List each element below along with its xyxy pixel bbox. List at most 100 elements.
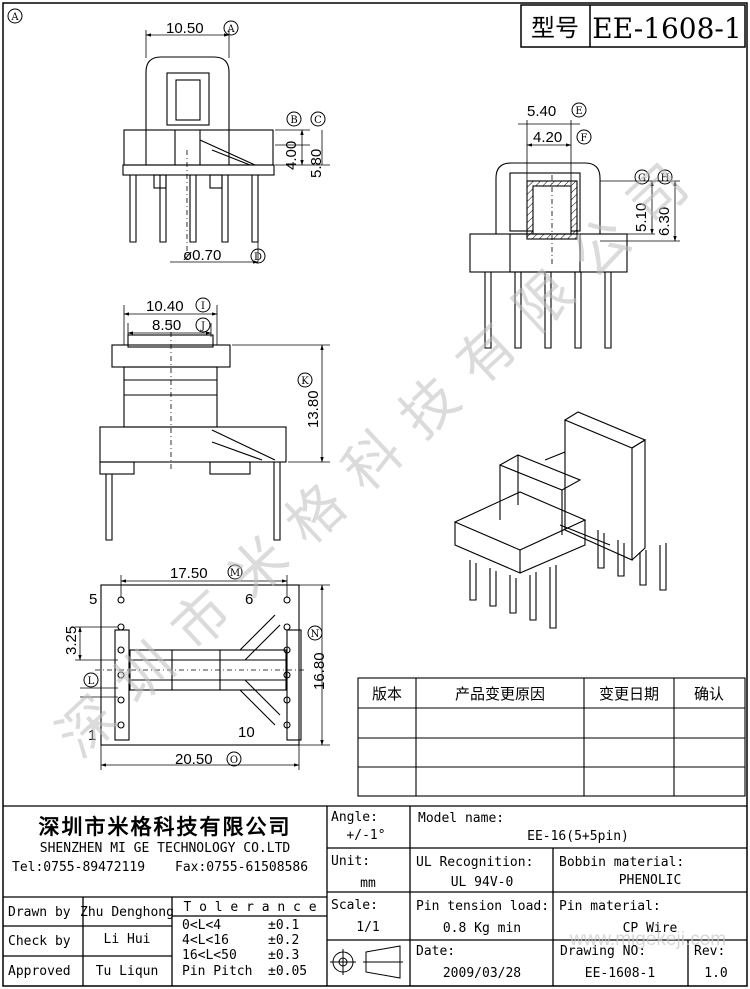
model-value: EE-1608-1 (592, 12, 741, 45)
rev-value: 1.0 (704, 966, 727, 981)
dim-g-tag: G (634, 169, 650, 185)
svg-text:G: G (638, 173, 646, 184)
dim-e-value: 5.40 (527, 103, 556, 120)
rev-header-confirm: 确认 (694, 685, 724, 703)
rev-label: Rev: (694, 944, 725, 959)
rev-header-reason: 产品变更原因 (455, 685, 545, 703)
tol-value-1: ±0.2 (268, 933, 299, 948)
tol-value-3: ±0.05 (268, 964, 307, 979)
front-view (99, 320, 287, 541)
top-view-dims (145, 30, 330, 264)
dim-o-tag: O (226, 751, 242, 767)
title-block (3, 805, 747, 986)
side-view-dims (518, 120, 680, 242)
drawing-no-label: Drawing NO: (560, 944, 646, 959)
pin-label-5: 5 (89, 591, 97, 608)
dim-k-tag: K (297, 372, 313, 388)
svg-text:K: K (301, 376, 309, 387)
corner-marker: A (7, 8, 23, 24)
drawn-by-value: Zhu Denghong (80, 905, 174, 920)
dim-c-value: 5.80 (308, 149, 325, 178)
dim-n-value: 16.80 (311, 652, 328, 690)
dim-f-value: 4.20 (533, 129, 562, 146)
date-label: Date: (416, 944, 455, 959)
svg-text:I: I (201, 301, 205, 312)
dim-l-value: 3.25 (63, 626, 80, 655)
dim-n-tag: N (307, 625, 323, 641)
pin-label-6: 6 (245, 591, 253, 608)
website-watermark: www.migekeji.com (569, 929, 726, 950)
tol-value-0: ±0.1 (268, 918, 299, 933)
svg-text:D: D (254, 252, 262, 263)
bobbin-material-label: Bobbin material: (559, 855, 684, 870)
svg-text:A: A (226, 24, 235, 35)
tol-range-2: 16<L<50 (182, 948, 237, 963)
svg-text:L: L (88, 676, 95, 687)
bobbin-material-value: PHENOLIC (619, 873, 682, 888)
dim-d-value: ø0.70 (183, 247, 221, 264)
dim-h-tag: H (657, 169, 673, 185)
bottom-view-dims (75, 575, 330, 770)
model-name-label: Model name: (418, 811, 504, 826)
pin-material-label: Pin material: (559, 899, 661, 914)
company-tel: Tel:0755-89472119 (12, 860, 145, 875)
company-fax: Fax:0755-61508586 (175, 860, 308, 875)
svg-text:M: M (230, 568, 240, 579)
svg-text:E: E (575, 106, 582, 117)
revision-table (357, 677, 746, 797)
dim-b-value: 4.00 (283, 141, 300, 170)
rev-header-version: 版本 (372, 685, 402, 703)
company-name-cn: 深圳市米格科技有限公司 (39, 815, 292, 839)
pin-material-value: CP Wire (623, 921, 678, 936)
dim-o-value: 20.50 (175, 751, 213, 768)
tol-range-0: 0<L<4 (182, 918, 221, 933)
dim-c-tag: C (310, 111, 326, 127)
bottom-view (95, 584, 305, 746)
dim-a-tag: A (223, 20, 239, 36)
unit-value: mm (360, 876, 376, 891)
angle-label: Angle: (331, 810, 378, 825)
dim-e-tag: E (571, 102, 587, 118)
pin-tension-value: 0.8 Kg min (443, 921, 521, 936)
ul-value: UL 94V-0 (451, 875, 514, 890)
check-by-label: Check by (8, 934, 71, 949)
svg-text:A: A (10, 12, 19, 23)
dim-i-tag: I (195, 297, 211, 313)
unit-label: Unit: (331, 854, 370, 869)
dim-h-value: 6.30 (656, 207, 673, 236)
dim-j-tag: J (195, 317, 211, 333)
projection-symbol-icon (330, 945, 403, 979)
dim-f-tag: F (576, 129, 592, 145)
watermark-text: 深圳市米格科技有限公司 (45, 138, 717, 771)
model-name-value: EE-16(5+5pin) (527, 829, 629, 844)
svg-text:C: C (314, 115, 322, 126)
dim-j-value: 8.50 (152, 317, 181, 334)
pin-label-10: 10 (238, 724, 255, 741)
dim-b-tag: B (286, 111, 302, 127)
tolerance-title: T o l e r a n c e (183, 900, 316, 915)
tol-value-2: ±0.3 (268, 948, 299, 963)
side-view (469, 162, 628, 349)
approved-label: Approved (8, 964, 71, 979)
svg-text:F: F (581, 133, 588, 144)
pin-tension-label: Pin tension load: (416, 899, 549, 914)
rev-header-date: 变更日期 (599, 685, 659, 703)
model-label: 型号 (531, 14, 579, 42)
tol-range-1: 4<L<16 (182, 933, 229, 948)
pin-label-1: 1 (88, 727, 96, 744)
svg-text:N: N (311, 629, 320, 640)
check-by-value: Li Hui (104, 932, 151, 947)
dim-d-tag: D (250, 248, 266, 264)
header-box: 型号 EE-1608-1 (520, 4, 746, 48)
scale-value: 1/1 (356, 920, 379, 935)
dim-k-value: 13.80 (305, 390, 322, 428)
company-name-en: SHENZHEN MI GE TECHNOLOGY CO.LTD (40, 841, 291, 856)
date-value: 2009/03/28 (443, 966, 521, 981)
svg-text:O: O (230, 755, 238, 766)
ul-label: UL Recognition: (416, 855, 533, 870)
scale-label: Scale: (331, 898, 378, 913)
dim-m-tag: M (227, 564, 243, 580)
dim-g-value: 5.10 (633, 203, 650, 232)
